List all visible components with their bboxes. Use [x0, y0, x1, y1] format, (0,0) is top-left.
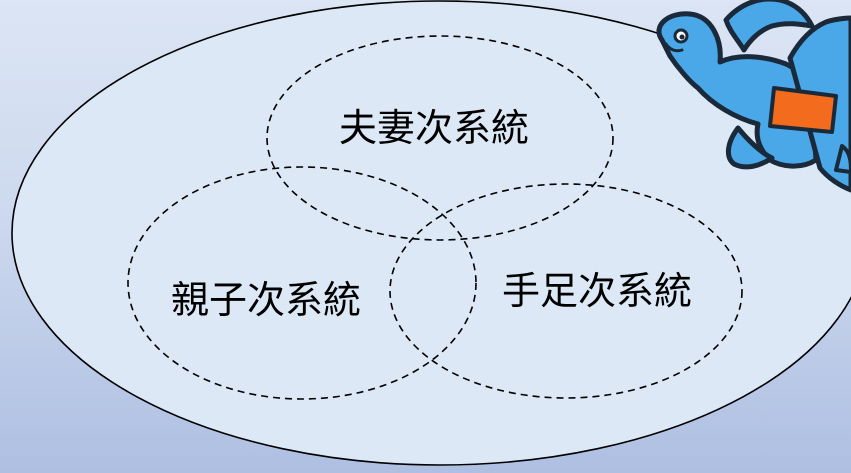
- sibling-subsystem-label: 手足次系統: [502, 269, 692, 313]
- blue-creature-mascot-icon: [656, 0, 851, 193]
- parent-child-subsystem-label: 親子次系統: [171, 278, 361, 322]
- spousal-subsystem-label: 夫妻次系統: [339, 106, 529, 150]
- family-system-ellipse: [11, 0, 851, 466]
- spousal-subsystem-circle: [266, 35, 614, 241]
- sibling-subsystem-circle: [389, 183, 743, 399]
- parent-child-subsystem-circle: [127, 166, 477, 400]
